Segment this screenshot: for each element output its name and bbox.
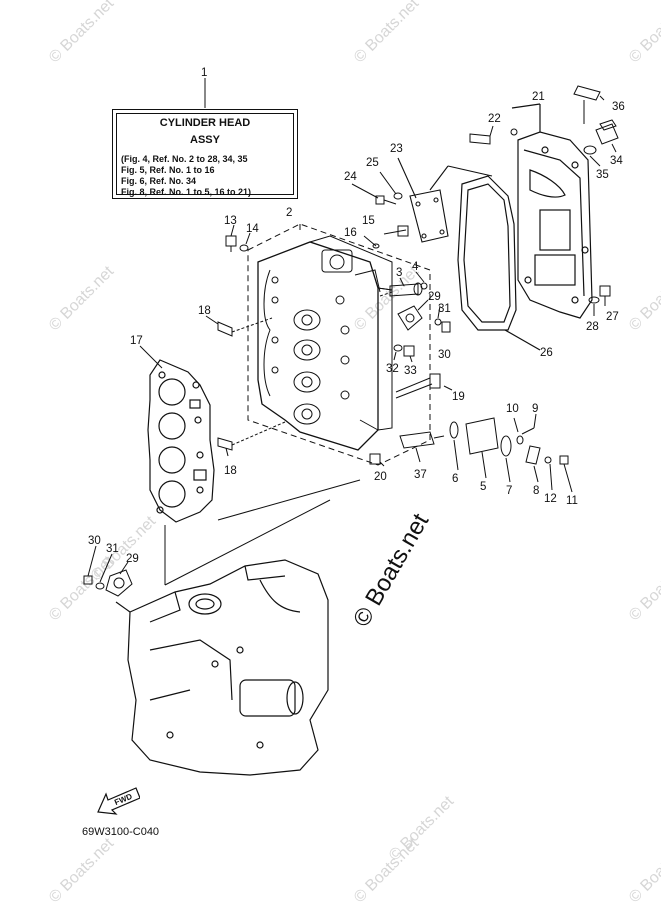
part-label-20: 20 (374, 471, 387, 483)
part-label-33: 33 (404, 365, 417, 377)
part-label-35: 35 (596, 169, 609, 181)
part-label-2: 2 (286, 207, 292, 219)
part-label-34: 34 (610, 155, 623, 167)
part-label-17: 17 (130, 335, 143, 347)
dowel-pin-lower (217, 437, 233, 457)
engine-block (115, 559, 329, 776)
part-label-1: 1 (201, 67, 207, 79)
part-label-18a: 18 (198, 305, 211, 317)
plug-34 (583, 119, 619, 167)
bolt-32-33 (393, 344, 415, 363)
part-label-18b: 18 (224, 465, 237, 477)
part-label-23: 23 (390, 143, 403, 155)
clip-8-12 (525, 445, 553, 491)
bolt-13 (225, 224, 251, 252)
part-label-4: 4 (412, 261, 419, 273)
part-label-31b: 31 (106, 543, 119, 555)
bolt-19 (395, 373, 453, 399)
part-label-21: 21 (532, 91, 545, 103)
part-label-37: 37 (414, 469, 427, 481)
cylinder-head-assy-box: CYLINDER HEAD ASSY (Fig. 4, Ref. No. 2 t… (112, 109, 298, 199)
part-label-9: 9 (532, 403, 538, 415)
bolt-15 (363, 225, 409, 249)
part-label-32: 32 (386, 363, 399, 375)
plate-7 (500, 435, 512, 483)
shaft-5 (465, 417, 499, 479)
assembly-subtitle: ASSY (190, 134, 220, 146)
cover-plate-23 (397, 157, 493, 243)
bolt-20 (369, 453, 385, 467)
part-label-30b: 30 (88, 535, 101, 547)
label-36 (573, 85, 605, 124)
part-label-8: 8 (533, 485, 539, 497)
part-label-7: 7 (506, 485, 512, 497)
lower-cover-plate (83, 545, 133, 597)
part-label-12: 12 (544, 493, 557, 505)
exhaust-cover-gasket (457, 175, 541, 351)
part-label-13: 13 (224, 215, 237, 227)
seal-6 (449, 421, 459, 471)
exhaust-cover (511, 103, 593, 319)
part-label-31a: 31 (438, 303, 451, 315)
dowel-pin-upper (205, 315, 233, 337)
part-label-6: 6 (452, 473, 458, 485)
screw-9-10 (513, 413, 537, 445)
part-label-29a: 29 (428, 291, 441, 303)
ref-line-4: Fig. 8, Ref. No. 1 to 5, 16 to 21) (121, 187, 252, 197)
part-label-28: 28 (586, 321, 599, 333)
cylinder-head-assy-outline (247, 223, 431, 466)
part-label-10: 10 (506, 403, 519, 415)
part-label-36: 36 (612, 101, 625, 113)
dowel-pin-22 (469, 125, 518, 145)
part-label-15: 15 (362, 215, 375, 227)
bolt-27-28 (588, 285, 611, 316)
diagram-code: 69W3100-C040 (82, 826, 160, 838)
forward-arrow-icon: FWD (97, 787, 140, 815)
part-number-labels: 1 2 3 4 5 6 7 8 9 10 11 12 13 14 15 16 1… (88, 67, 625, 565)
temperature-sensor (399, 431, 445, 463)
cylinder-head-gasket (147, 359, 215, 523)
bolt-11 (559, 455, 573, 493)
part-label-24: 24 (344, 171, 357, 183)
part-label-14: 14 (246, 223, 259, 235)
part-label-30a: 30 (438, 349, 451, 361)
part-label-5: 5 (480, 481, 486, 493)
part-label-3: 3 (396, 267, 402, 279)
ref-line-3: Fig. 6, Ref. No. 34 (121, 176, 197, 186)
cylinder-head (257, 235, 393, 451)
thermostat (379, 271, 428, 297)
part-label-22: 22 (488, 113, 501, 125)
bolt-24 (351, 171, 403, 205)
ref-line-1: (Fig. 4, Ref. No. 2 to 28, 34, 35 (121, 154, 248, 164)
part-label-27: 27 (606, 311, 619, 323)
ref-line-2: Fig. 5, Ref. No. 1 to 16 (121, 165, 215, 175)
part-label-25: 25 (366, 157, 379, 169)
part-label-16: 16 (344, 227, 357, 239)
part-label-26: 26 (540, 347, 553, 359)
part-label-19: 19 (452, 391, 465, 403)
assembly-title: CYLINDER HEAD (159, 117, 251, 129)
part-label-11: 11 (566, 495, 578, 507)
upper-cover-plate (397, 299, 451, 333)
part-label-29b: 29 (126, 553, 139, 565)
